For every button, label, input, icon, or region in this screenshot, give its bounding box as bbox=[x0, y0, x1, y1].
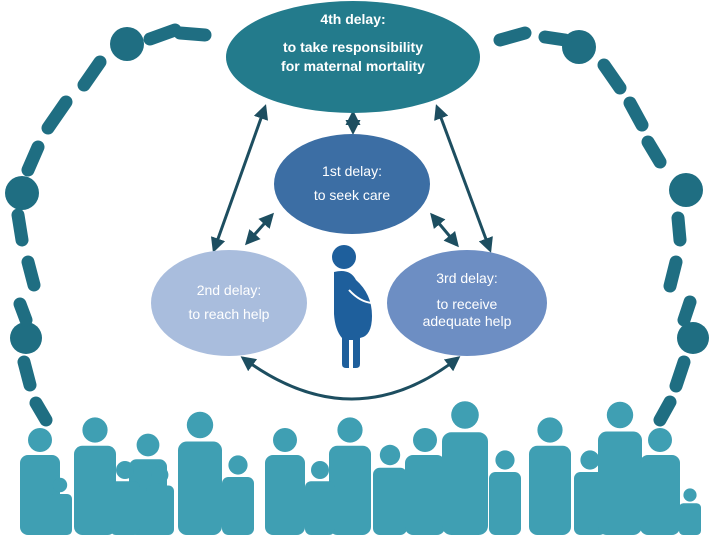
fourth-delay-ellipse bbox=[226, 1, 480, 113]
second-delay-heading: 2nd delay: bbox=[196, 282, 262, 298]
ring-dash bbox=[653, 395, 677, 427]
fourth-delay-heading: 4th delay: bbox=[320, 11, 386, 27]
fourth-delay-line1: to take responsibility bbox=[282, 38, 424, 55]
fourth-delay-label: 4th delay: to take responsibility for ma… bbox=[238, 11, 468, 76]
person-figure bbox=[598, 401, 642, 535]
ring-dash bbox=[173, 26, 212, 42]
ring-dash bbox=[663, 255, 683, 293]
person-figure bbox=[640, 428, 680, 535]
person-figure bbox=[442, 401, 488, 535]
ring-dash bbox=[41, 95, 73, 135]
first-delay-heading: 1st delay: bbox=[322, 163, 382, 179]
person-figure bbox=[489, 450, 521, 535]
ring-dot bbox=[110, 27, 144, 61]
ring-dash bbox=[677, 295, 697, 327]
person-figure bbox=[373, 444, 407, 535]
ring-dot bbox=[669, 173, 703, 207]
first-delay-ellipse bbox=[274, 134, 430, 234]
third-delay-line2: adequate help bbox=[422, 313, 512, 329]
arrow-4th-to-3rd bbox=[434, 104, 493, 253]
ring-dash bbox=[13, 297, 33, 327]
fourth-delay-line2: for maternal mortality bbox=[281, 58, 425, 74]
ring-dash bbox=[597, 58, 627, 95]
second-delay-line1: to reach help bbox=[188, 305, 270, 322]
crowd-of-people-icon bbox=[20, 401, 701, 535]
pregnant-woman-icon bbox=[332, 245, 373, 368]
person-figure bbox=[679, 488, 701, 535]
ring-dash bbox=[143, 23, 182, 46]
third-delay-line1: to receive bbox=[436, 295, 498, 312]
ring-dash bbox=[11, 208, 29, 247]
person-figure bbox=[146, 466, 174, 535]
person-figure bbox=[329, 417, 371, 535]
ring-dash bbox=[623, 96, 649, 132]
ring-dash bbox=[21, 140, 45, 177]
person-figure bbox=[305, 461, 335, 535]
ring-dash bbox=[77, 55, 107, 92]
arrow-4th-to-2nd bbox=[210, 104, 269, 253]
arrow-1st-to-2nd bbox=[245, 212, 274, 246]
ring-dash bbox=[669, 355, 691, 393]
ring-dash bbox=[21, 255, 41, 292]
arrow-1st-to-3rd bbox=[430, 212, 459, 248]
ring-dash bbox=[671, 211, 687, 247]
arrow-2nd-to-3rd bbox=[240, 356, 461, 401]
connector-arrows bbox=[210, 104, 493, 401]
ring-dot bbox=[10, 322, 42, 354]
ring-dash bbox=[493, 26, 532, 47]
third-delay-ellipse bbox=[387, 250, 547, 356]
third-delay-heading: 3rd delay: bbox=[436, 270, 498, 286]
second-delay-label: 2nd delay: to reach help bbox=[159, 282, 299, 323]
person-figure bbox=[110, 461, 140, 535]
person-figure bbox=[529, 417, 571, 535]
dotted-ring bbox=[5, 23, 709, 427]
ring-dot bbox=[5, 176, 39, 210]
person-figure bbox=[48, 477, 72, 535]
ring-dash bbox=[641, 135, 667, 169]
ring-dash bbox=[538, 30, 572, 47]
second-delay-ellipse bbox=[151, 250, 307, 356]
person-figure bbox=[222, 455, 254, 535]
ring-dash bbox=[17, 355, 37, 392]
person-figure bbox=[265, 428, 305, 535]
ring-dash bbox=[29, 396, 53, 427]
first-delay-line1: to seek care bbox=[313, 186, 391, 203]
first-delay-label: 1st delay: to seek care bbox=[282, 163, 422, 204]
person-figure bbox=[405, 428, 445, 535]
person-figure bbox=[178, 411, 222, 535]
ring-dot bbox=[677, 322, 709, 354]
third-delay-label: 3rd delay: to receive adequate help bbox=[397, 270, 537, 331]
person-figure bbox=[74, 417, 116, 535]
